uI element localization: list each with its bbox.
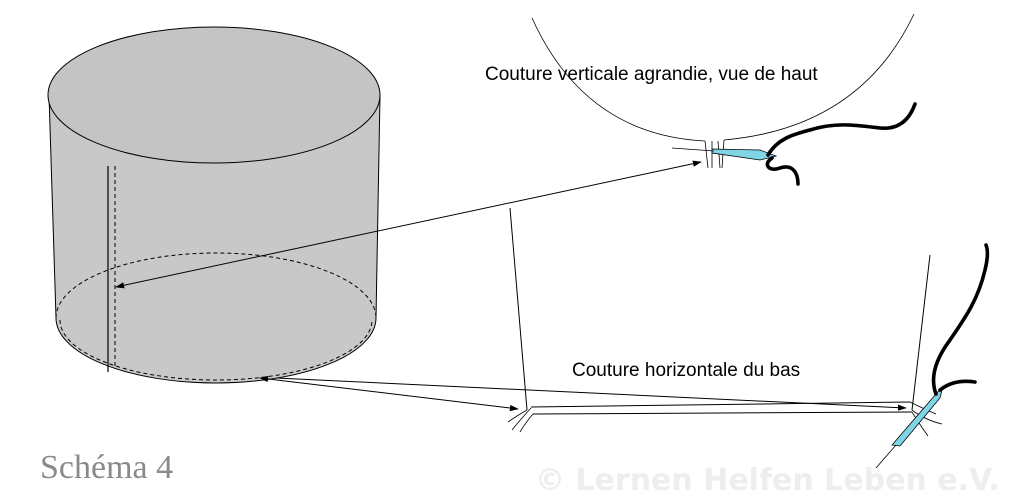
- seam-corner-left: [507, 407, 534, 433]
- needle-bottom-tip: [875, 444, 897, 469]
- thread-bottom: [931, 243, 990, 396]
- arrow-vertical-seam: [115, 160, 702, 289]
- needle-top: [711, 148, 778, 161]
- arrow-bottom-seam-left: [259, 375, 519, 412]
- thread-top: [765, 102, 917, 186]
- bottom-rim-front-dashed: [59, 319, 373, 381]
- floor-line-top: [530, 401, 911, 408]
- left-wall-line: [509, 207, 528, 411]
- top-seam-detail: [531, 13, 917, 186]
- floor-line-bottom: [532, 411, 913, 415]
- needle-top-tip: [671, 147, 715, 152]
- cylinder: [47, 26, 381, 384]
- cylinder-top: [47, 26, 381, 164]
- seam-corner-right: [909, 401, 943, 437]
- watermark-text: © Lernen Helfen Leben e.V.: [535, 463, 1000, 498]
- seam-notch-top: [704, 139, 725, 169]
- bottom-seam-label: Couture horizontale du bas: [572, 360, 800, 381]
- schema-title: Schéma 4: [40, 449, 173, 486]
- bottom-seam-detail: [507, 207, 990, 469]
- top-circle-arc-right: [723, 13, 915, 141]
- top-circle-arc: [531, 17, 706, 142]
- arrow-bottom-seam-right: [275, 377, 907, 411]
- right-wall-line: [911, 254, 931, 411]
- needle-bottom: [891, 385, 944, 447]
- top-seam-label: Couture verticale agrandie, vue de haut: [485, 64, 818, 85]
